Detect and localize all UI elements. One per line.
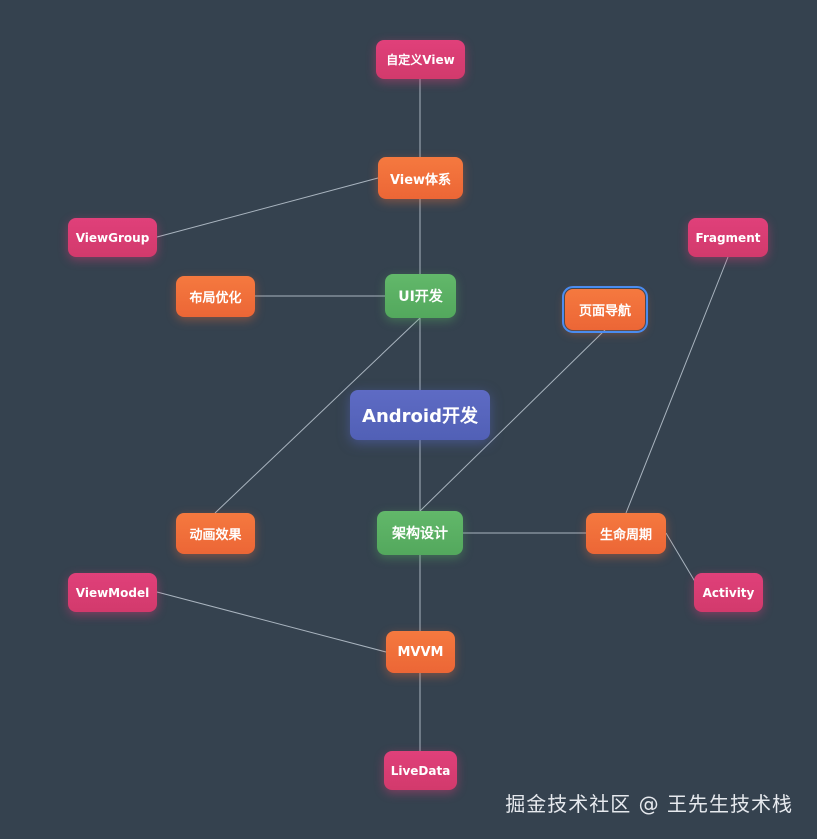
node-layout-opt[interactable]: 布局优化 xyxy=(176,276,255,317)
node-arch-design[interactable]: 架构设计 xyxy=(377,511,463,555)
edge-view-system-to-viewgroup xyxy=(156,177,379,238)
edge-lifecycle-to-activity xyxy=(665,532,698,586)
node-ui-dev[interactable]: UI开发 xyxy=(385,274,456,318)
node-mvvm[interactable]: MVVM xyxy=(386,631,455,673)
node-activity[interactable]: Activity xyxy=(694,573,763,612)
edge-mvvm-to-viewmodel xyxy=(156,591,387,653)
node-custom-view[interactable]: 自定义View xyxy=(376,40,465,79)
node-page-nav[interactable]: 页面导航 xyxy=(562,286,648,333)
edge-lifecycle-to-fragment xyxy=(625,256,729,514)
edge-ui-dev-to-animation xyxy=(214,317,421,514)
watermark: 掘金技术社区 @ 王先生技术栈 xyxy=(505,792,793,816)
node-fragment[interactable]: Fragment xyxy=(688,218,768,257)
node-view-system[interactable]: View体系 xyxy=(378,157,463,199)
node-viewgroup[interactable]: ViewGroup xyxy=(68,218,157,257)
node-animation[interactable]: 动画效果 xyxy=(176,513,255,554)
edge-page-nav-to-arch-design xyxy=(419,329,606,512)
node-livedata[interactable]: LiveData xyxy=(384,751,457,790)
node-viewmodel[interactable]: ViewModel xyxy=(68,573,157,612)
node-lifecycle[interactable]: 生命周期 xyxy=(586,513,666,554)
node-android-dev[interactable]: Android开发 xyxy=(350,390,490,440)
